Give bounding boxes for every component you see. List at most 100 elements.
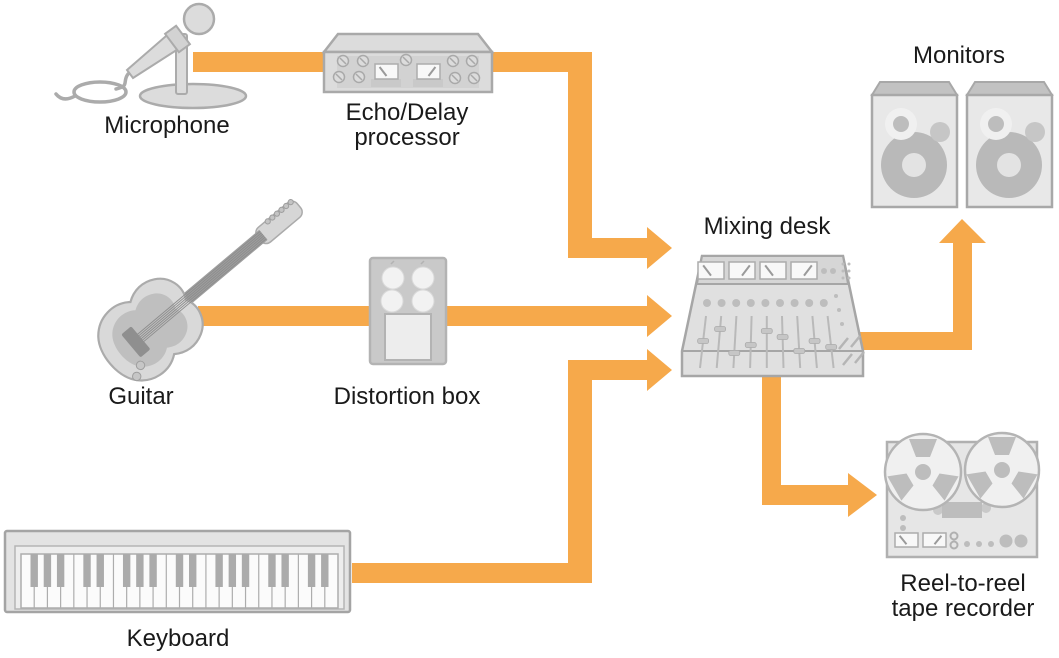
tape-recorder-label-line1: Reel-to-reel	[900, 570, 1025, 597]
fader-handle	[744, 342, 757, 348]
mixing-desk-controls	[697, 261, 865, 369]
guitar-string	[137, 238, 267, 347]
desk-knob	[761, 299, 770, 307]
reel-spoke	[932, 473, 959, 501]
reel-spoke	[887, 473, 914, 501]
black-key	[321, 554, 329, 587]
fader-handle	[714, 326, 726, 332]
guitar-icon	[97, 199, 303, 382]
tape-reel	[963, 431, 1041, 509]
desk-knob	[790, 299, 799, 307]
fader-track	[749, 315, 753, 369]
reel-spoke	[1011, 471, 1038, 499]
desk-knob	[776, 299, 784, 307]
distortion-box-icon	[368, 256, 448, 366]
fader-handle	[825, 344, 838, 350]
desk-knob	[805, 299, 814, 307]
vu-meter	[922, 532, 947, 548]
arrow-guitar-to-distortion	[198, 306, 374, 326]
microphone-icon	[54, 2, 248, 110]
guitar-string	[133, 233, 264, 343]
black-key	[228, 554, 237, 587]
distortion-box-label: Distortion box	[334, 383, 481, 410]
tuner-peg	[273, 210, 281, 217]
arrow-mixer-to-monitors	[850, 219, 986, 350]
vu-meter	[790, 261, 818, 280]
fader-handle	[793, 348, 806, 354]
port	[1025, 122, 1045, 142]
vu-meter	[374, 63, 399, 80]
vu-meter	[728, 261, 756, 280]
tape-recorder-label-line2: tape recorder	[892, 595, 1035, 622]
tape-recorder-icon	[883, 431, 1041, 559]
fader-handle	[697, 338, 710, 344]
black-key	[122, 554, 131, 587]
port	[930, 122, 950, 142]
fader-handle	[760, 328, 773, 334]
echo-processor-label-line1: Echo/Delay	[346, 99, 469, 126]
desk-knob	[703, 299, 711, 307]
echo-processor-label-line2: processor	[354, 124, 459, 151]
fader-track	[715, 315, 723, 369]
guitar-string	[131, 230, 261, 340]
fader-track	[781, 315, 785, 369]
guitar-strings	[131, 230, 267, 347]
desk-knob	[732, 299, 741, 307]
arrow-mixer-to-tape	[762, 377, 877, 517]
black-key	[189, 554, 197, 587]
vu-meter	[759, 261, 787, 280]
fader-handle	[776, 334, 789, 340]
arrow-processor-to-mixer	[492, 52, 672, 269]
reel-spoke	[988, 437, 1016, 455]
monitors-icon	[870, 81, 1054, 209]
microphone-label: Microphone	[104, 112, 229, 139]
reel-hub	[994, 462, 1010, 478]
fader-handle	[808, 338, 821, 344]
desk-knob	[819, 299, 828, 307]
black-key	[241, 554, 250, 587]
speaker	[965, 81, 1054, 209]
fader-track	[732, 315, 738, 369]
black-key	[136, 554, 144, 587]
black-key	[83, 554, 91, 587]
fader-track	[796, 315, 802, 369]
black-key	[307, 554, 316, 587]
arrow-mic-to-processor	[193, 52, 326, 72]
reel-hub	[915, 464, 931, 480]
echo-delay-processor-icon	[321, 32, 495, 94]
black-key	[56, 554, 65, 587]
tuner-peg	[269, 214, 276, 221]
black-key	[30, 554, 38, 587]
arrows-layer	[193, 52, 986, 583]
vu-meter	[697, 261, 725, 280]
tape-controls	[894, 531, 1028, 550]
piano-keys	[30, 554, 329, 608]
desk-knob	[746, 299, 755, 307]
tuner-peg	[264, 218, 271, 225]
speaker	[870, 81, 959, 209]
keyboard-label: Keyboard	[127, 625, 230, 652]
black-key	[96, 554, 104, 587]
guitar-label: Guitar	[108, 383, 173, 410]
guitar-string	[132, 232, 262, 342]
tuner-peg	[287, 199, 294, 206]
arrow-keyboard-to-mixer	[352, 349, 672, 583]
fader-handle	[728, 350, 741, 356]
black-key	[281, 554, 289, 587]
mixing-desk-label: Mixing desk	[704, 213, 832, 240]
black-key	[149, 554, 157, 587]
fader-track	[826, 315, 835, 369]
black-key	[215, 554, 223, 587]
monitors-label: Monitors	[913, 42, 1005, 69]
reel-spoke	[966, 471, 993, 499]
guitar-string	[136, 236, 266, 346]
guitar-string	[135, 235, 265, 344]
black-key	[43, 554, 52, 587]
tape-reel	[883, 432, 963, 512]
guitar-tuners	[264, 199, 294, 225]
keyboard-icon	[3, 529, 352, 614]
reel-spoke	[909, 439, 937, 457]
desk-knob	[717, 299, 726, 307]
